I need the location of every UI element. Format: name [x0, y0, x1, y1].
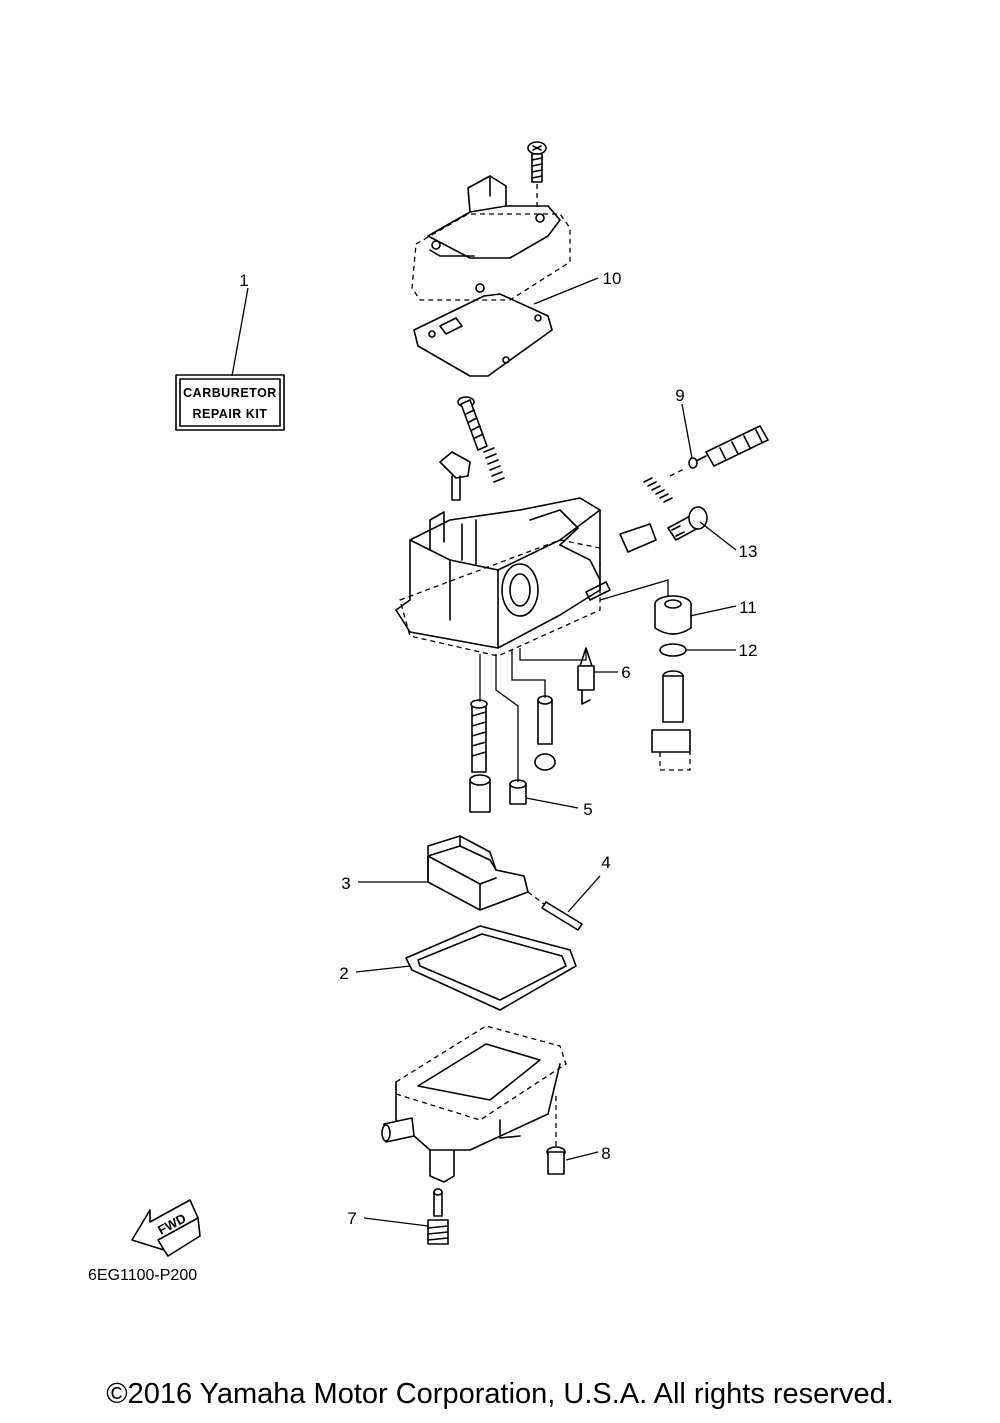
callout-4: 4: [601, 853, 610, 872]
float-bowl-gasket-part: [405, 925, 577, 1011]
pilot-screw-part: [643, 425, 769, 503]
callout-10: 10: [603, 269, 622, 288]
callout-1: 1: [239, 271, 248, 290]
fwd-label: FWD: [155, 1210, 188, 1237]
repair-kit-box: CARBURETOR REPAIR KIT: [175, 374, 285, 431]
float-part: [427, 835, 529, 911]
main-jet-part: [534, 695, 556, 771]
callout-13: 13: [739, 542, 758, 561]
drain-bolt-part: [427, 1188, 449, 1245]
top-cover-part: [411, 175, 571, 301]
cover-gasket-part: [413, 293, 553, 377]
float-pin-part: [527, 891, 583, 931]
callout-11: 11: [739, 598, 757, 617]
callout-6: 6: [621, 663, 630, 682]
drain-screw-part: [509, 779, 527, 805]
drawing-code: 6EG1100-P200: [88, 1267, 197, 1284]
jet-guide-lines: [479, 579, 669, 782]
float-bowl-part: [381, 1025, 567, 1183]
callout-7: 7: [347, 1209, 356, 1228]
callout-12: 12: [739, 641, 758, 660]
cover-screw-part: [527, 141, 547, 210]
callout-5: 5: [583, 800, 592, 819]
throttle-stop-screw-part: [457, 396, 505, 483]
kit-label-line2: REPAIR KIT: [193, 407, 268, 421]
bowl-screw-part: [546, 1096, 566, 1175]
callout-numbers: 1 2 3 4 5 6 7 8 9 10 11 12 13: [239, 269, 757, 1228]
callout-2: 2: [339, 964, 348, 983]
copyright-notice: ©2016 Yamaha Motor Corporation, U.S.A. A…: [106, 1378, 894, 1410]
leader-lines: [231, 277, 737, 1227]
callout-9: 9: [675, 386, 684, 405]
collar-part: [654, 595, 692, 657]
callout-3: 3: [341, 874, 350, 893]
callout-8: 8: [601, 1144, 610, 1163]
kit-label-line1: CARBURETOR: [183, 386, 277, 400]
pilot-jet-part: [469, 699, 491, 813]
fwd-arrow-icon: FWD: [131, 1199, 201, 1257]
main-nozzle-part: [651, 670, 691, 771]
carburetor-body-part: [395, 451, 657, 657]
